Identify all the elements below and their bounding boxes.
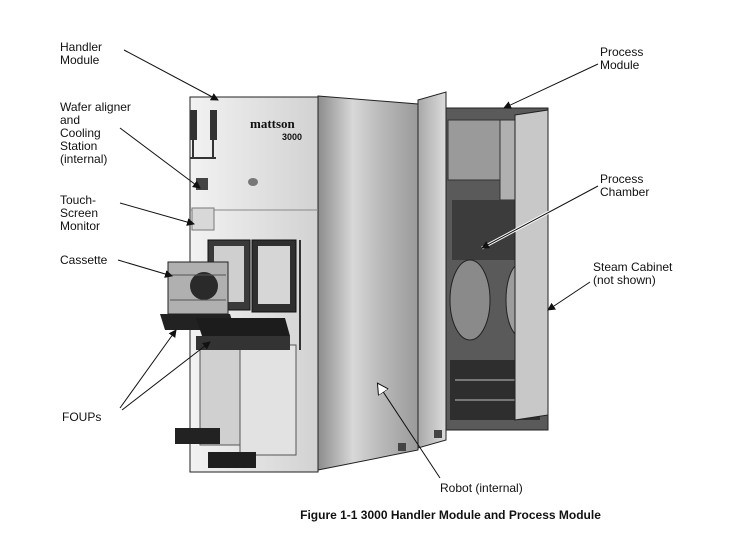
figure-caption: Figure 1-1 3000 Handler Module and Proce… [300,508,601,522]
label-cassette: Cassette [60,253,108,267]
leader-foup-1 [119,329,177,409]
leader-wafer-aligner [119,127,201,189]
leader-touch-screen [119,202,195,226]
label-steam-cabinet: Steam Cabinet (not shown) [593,260,673,287]
label-foups: FOUPs [62,410,102,424]
leader-handler-module [123,49,219,101]
label-wafer-aligner: Wafer aligner and Cooling Station (inter… [60,100,131,166]
leader-steam-cabinet [547,281,591,311]
cassette [167,261,229,315]
label-process-chamber: Process Chamber [600,172,650,199]
label-touch-screen: Touch- Screen Monitor [60,193,101,233]
handler-module [189,96,319,473]
leader-cassette [117,259,173,278]
robot-enclosure-door [317,95,419,471]
leader-foup-2 [121,341,211,411]
label-handler-module: Handler Module [60,40,103,67]
foup-load-ports [160,314,290,468]
leader-robot [378,384,441,479]
brand-logo: mattson [250,116,296,131]
leader-process-module [503,63,599,109]
label-process-module: Process Module [600,45,644,72]
label-robot: Robot (internal) [440,481,523,495]
process-module-door [514,109,549,421]
leader-process-chamber-inner [481,185,599,249]
side-door-panel [417,91,447,449]
model-number: 3000 [282,132,302,142]
